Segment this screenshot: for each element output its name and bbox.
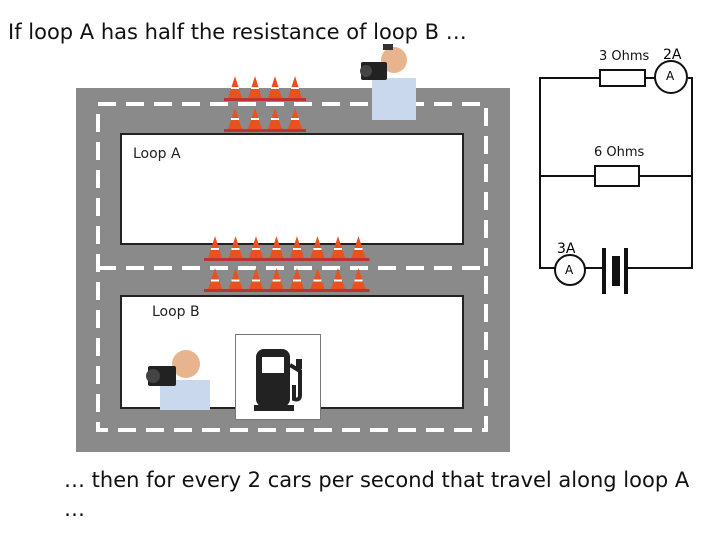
fuel-pump-panel [235,334,321,420]
traffic-cone-icon [204,268,226,292]
speed-camera-officer-icon [360,44,416,120]
main-current-label: 3A [557,241,576,257]
traffic-cone-icon [284,108,306,132]
traffic-cone-icon [224,76,246,101]
lane-markings [96,102,488,432]
traffic-cone-icon [327,236,349,261]
traffic-cone-icon [244,76,266,101]
cone-group-middle [204,236,370,292]
top-ammeter-icon [654,60,688,94]
circuit-wires [539,77,693,269]
traffic-cone-icon [327,268,349,292]
top-ammeter-symbol: A [666,69,675,83]
cone-group-top [224,76,306,132]
traffic-cone-icon [224,108,246,132]
top-resistor-icon [599,69,646,87]
main-ammeter-symbol: A [565,263,574,277]
traffic-cone-icon [224,268,247,292]
traffic-cone-icon [264,76,286,101]
traffic-cone-icon [284,76,306,101]
traffic-cone-icon [286,236,308,261]
traffic-cone-icon [286,268,308,292]
loop-a-block [120,133,464,245]
traffic-cone-icon [224,236,247,261]
slide-heading: If loop A has half the resistance of loo… [8,20,467,44]
traffic-cone-icon [347,236,370,261]
main-ammeter-icon [554,254,586,286]
traffic-cone-icon [264,108,286,132]
traffic-cone-icon [306,236,329,261]
fuel-pump-icon [254,349,302,411]
top-current-label: 2A [663,47,682,63]
traffic-cone-icon [306,268,329,292]
top-resistor-label: 3 Ohms [599,49,650,64]
mid-resistor-icon [594,165,640,187]
loop-b-label: Loop B [152,304,200,320]
traffic-cone-icon [245,236,267,261]
traffic-cone-icon [244,108,266,132]
battery-icon [602,248,628,294]
traffic-cone-icon [204,236,226,261]
traffic-cone-icon [265,236,288,261]
mid-resistor-label: 6 Ohms [594,145,645,160]
traffic-cone-icon [347,268,370,292]
loop-a-label: Loop A [133,146,181,162]
traffic-cone-icon [265,268,288,292]
speed-camera-officer-icon [146,350,210,410]
traffic-cone-icon [245,268,267,292]
slide-footer-text: … then for every 2 cars per second that … [64,468,690,521]
